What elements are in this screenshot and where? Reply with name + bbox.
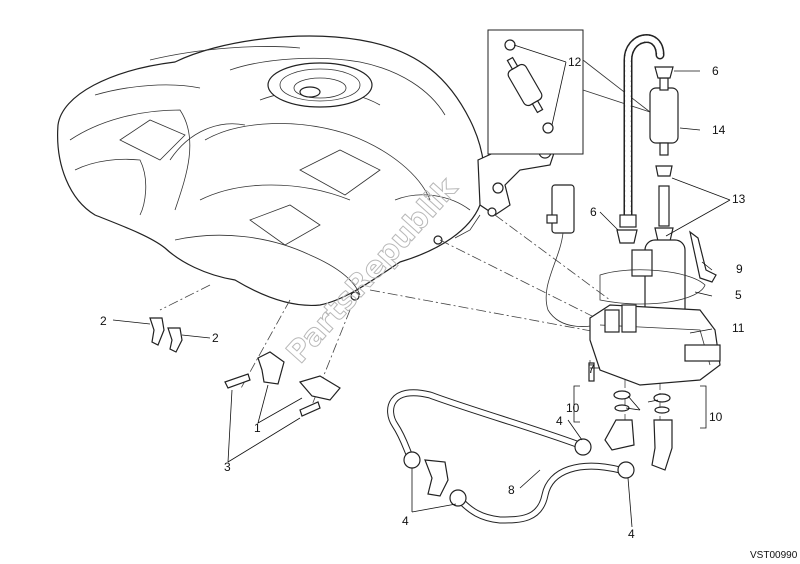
drawing-code: VST00990 — [750, 550, 798, 561]
filter-detail-inset — [487, 29, 651, 155]
label-part-13: 13 — [732, 192, 746, 206]
fuel-return-hose — [619, 34, 665, 228]
label-part-12: 12 — [568, 55, 582, 69]
label-part-1: 1 — [254, 421, 261, 435]
fuel-tank — [57, 35, 556, 307]
label-part-10-right: 10 — [709, 410, 723, 424]
label-part-5: 5 — [735, 288, 742, 302]
pump-connector — [545, 184, 611, 327]
label-part-4-bottom-left: 4 — [402, 514, 409, 528]
label-part-2-left: 2 — [100, 314, 107, 328]
label-part-3: 3 — [224, 460, 231, 474]
label-part-10-left: 10 — [566, 401, 580, 415]
fuel-hoses — [387, 389, 635, 524]
label-part-6-middle: 6 — [590, 205, 597, 219]
label-part-4-bottom-right: 4 — [628, 527, 635, 541]
label-part-9: 9 — [736, 262, 743, 276]
inset-filter — [506, 56, 544, 114]
label-part-4-middle: 4 — [556, 414, 563, 428]
leader-lines — [112, 44, 731, 528]
small-parts — [149, 317, 341, 417]
fuel-filter — [616, 66, 679, 244]
label-part-14: 14 — [712, 123, 726, 137]
fuel-pump-assembly — [588, 230, 721, 471]
label-part-7: 7 — [588, 362, 595, 376]
label-part-11: 11 — [732, 321, 745, 335]
label-part-6-top: 6 — [712, 64, 719, 78]
label-part-8: 8 — [508, 483, 515, 497]
label-part-2-right: 2 — [212, 331, 219, 345]
part-number-labels: 2 2 1 3 4 4 4 8 7 10 10 11 5 9 13 6 14 6… — [100, 55, 746, 541]
